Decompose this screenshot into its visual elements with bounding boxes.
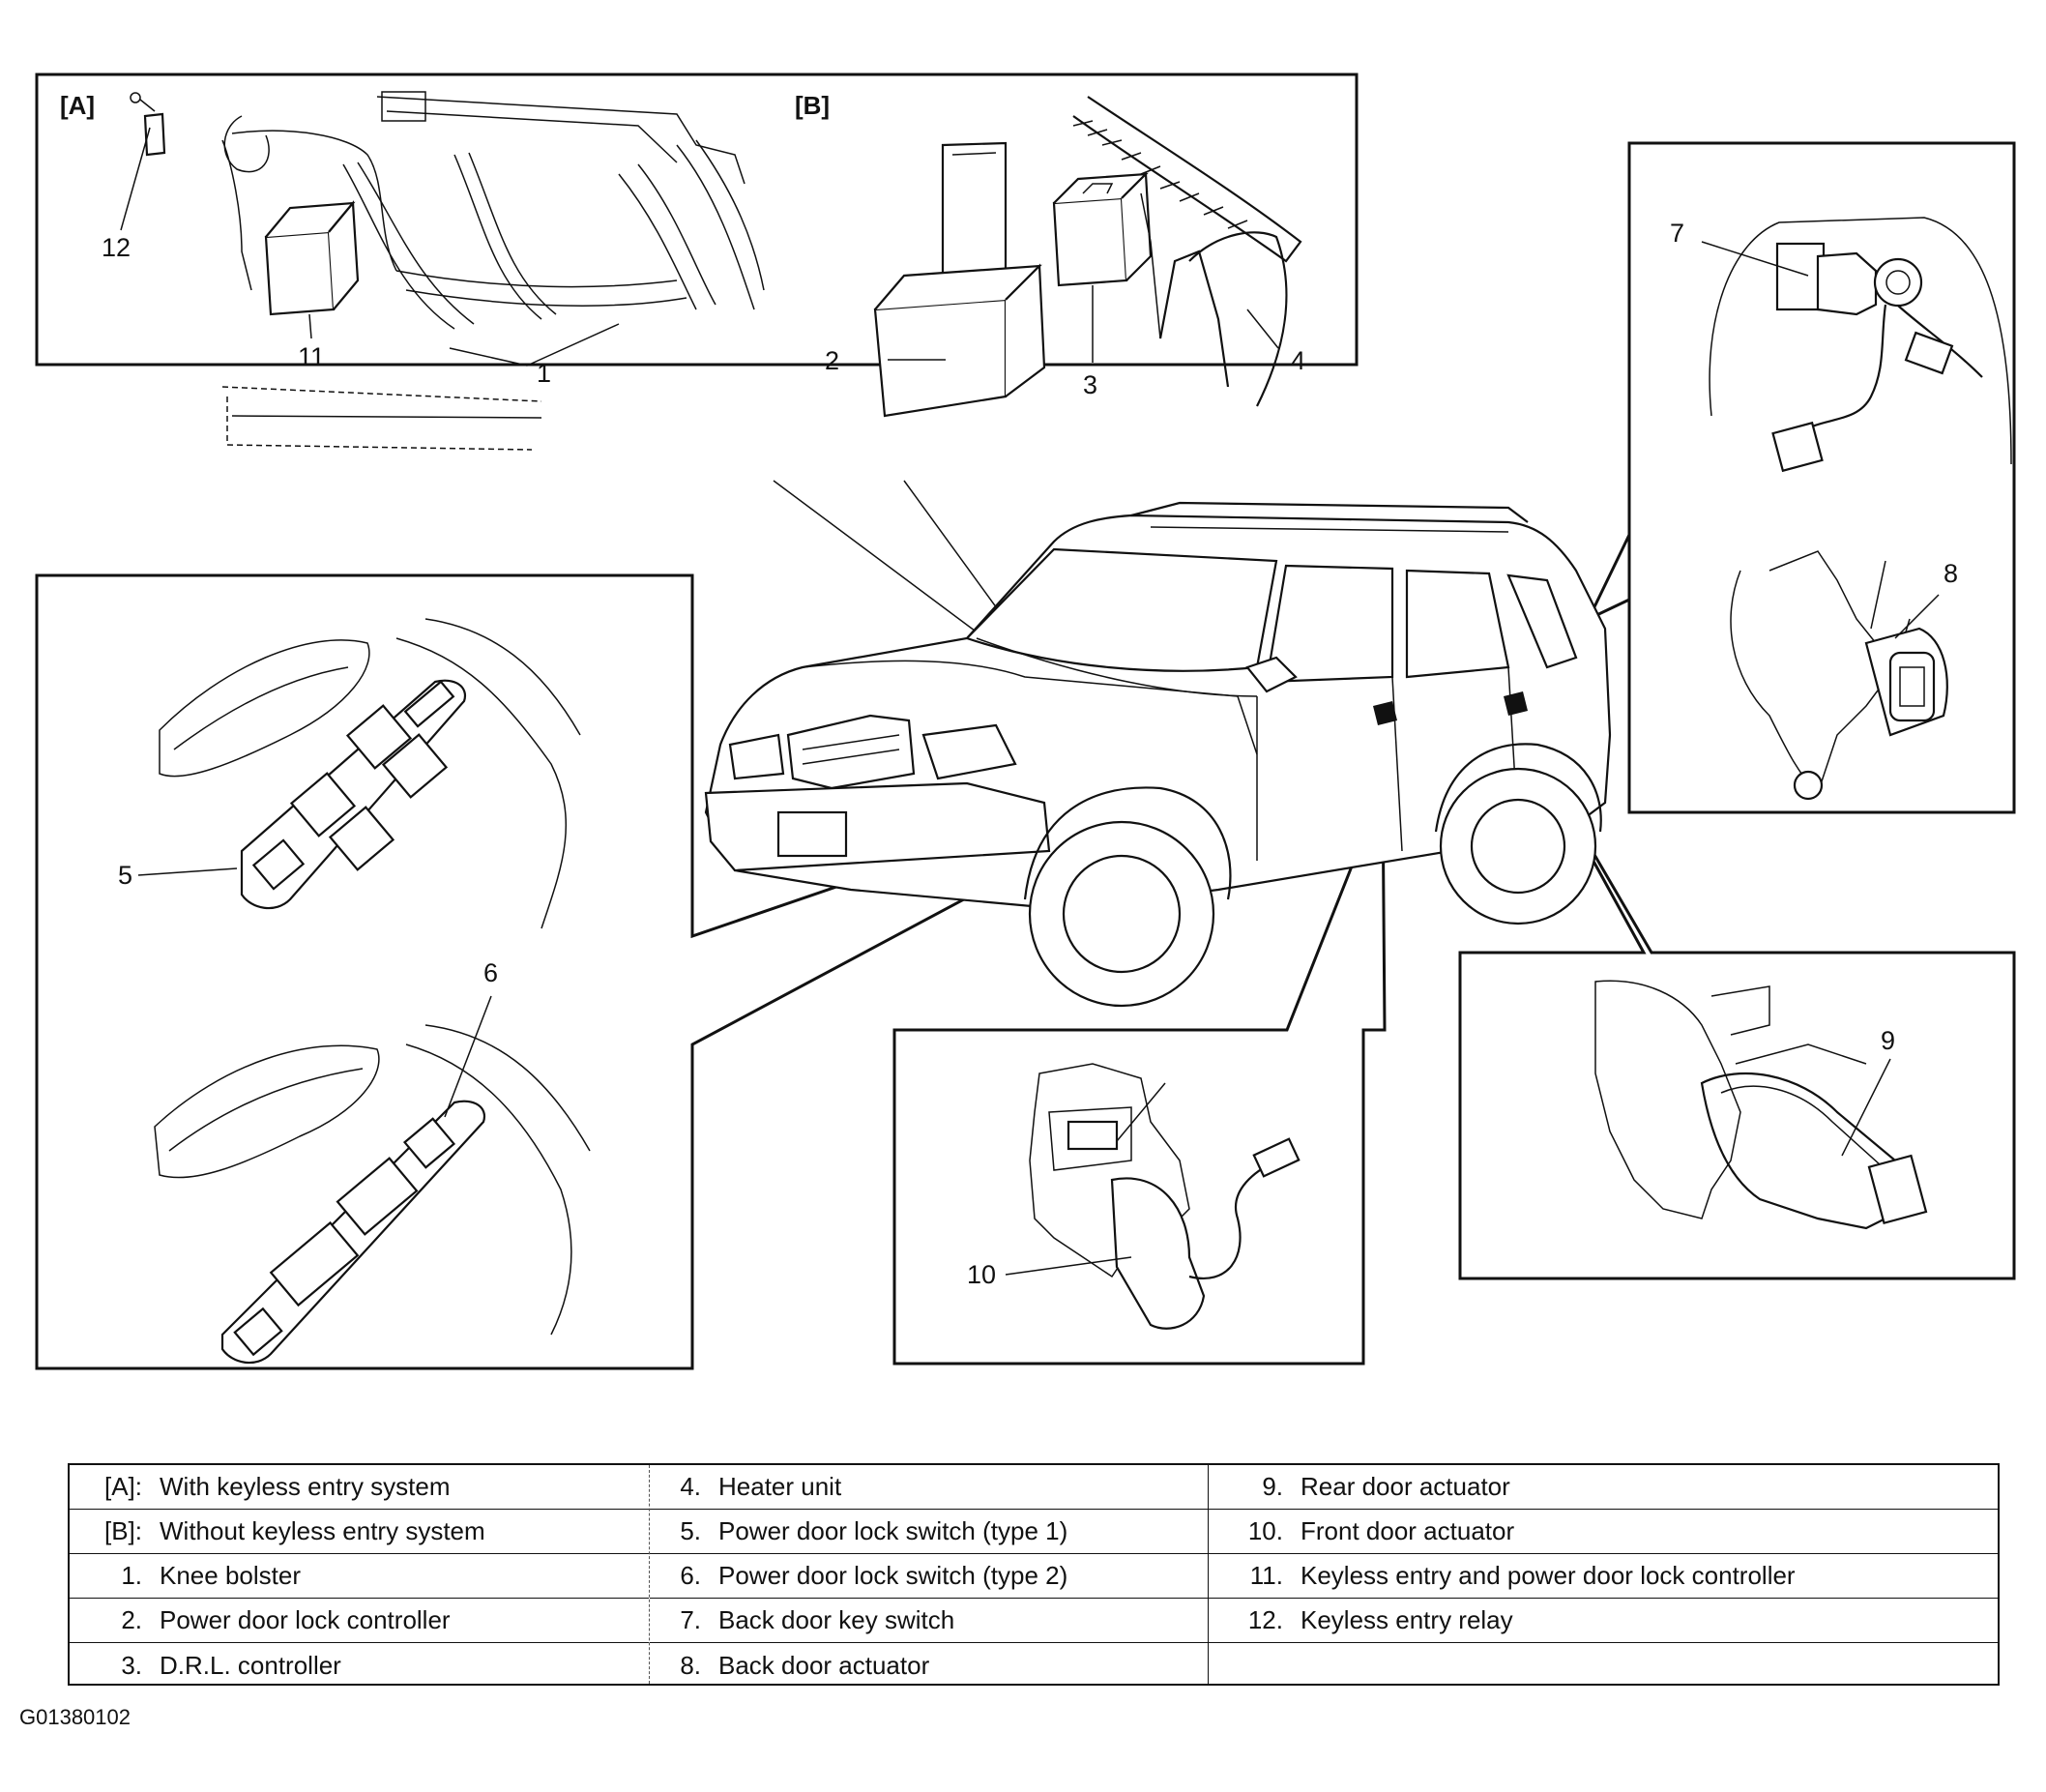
- legend-row: 11. Keyless entry and power door lock con…: [1209, 1554, 1998, 1599]
- legend-key: 9.: [1262, 1472, 1283, 1501]
- legend-desc: Power door lock controller: [160, 1605, 451, 1634]
- callout-5: 5: [118, 861, 132, 890]
- knee-bolster-sketch: [221, 91, 765, 451]
- rear-door-actuator-9: [1594, 980, 1928, 1230]
- panel-back-door: 7 8: [1585, 141, 2016, 814]
- legend-desc: D.R.L. controller: [160, 1650, 341, 1680]
- legend-desc: With keyless entry system: [160, 1472, 451, 1501]
- legend-key: [A]:: [103, 1472, 142, 1501]
- legend-row: 4. Heater unit: [650, 1465, 1208, 1510]
- power-door-lock-switch-type1: [159, 618, 581, 929]
- legend-row: [B]: Without keyless entry system: [70, 1510, 649, 1554]
- legend-row: [A]: With keyless entry system: [70, 1465, 649, 1510]
- legend-key: 4.: [680, 1472, 701, 1501]
- legend-row: 2. Power door lock controller: [70, 1599, 649, 1643]
- panel-front-door-actuator: 10: [892, 787, 1387, 1366]
- legend-table: [A]: With keyless entry system [B]: Withou…: [68, 1463, 2000, 1686]
- legend-key: 11.: [1249, 1561, 1283, 1590]
- legend-column-2: 4. Heater unit 5. Power door lock switch (…: [650, 1465, 1209, 1684]
- legend-row: 3. D.R.L. controller: [70, 1643, 649, 1688]
- callout-2: 2: [825, 346, 839, 375]
- power-door-lock-switch-type2: [154, 1024, 591, 1365]
- legend-row: 1. Knee bolster: [70, 1554, 649, 1599]
- front-door-actuator-10: [1029, 1063, 1301, 1330]
- vehicle-illustration: [704, 501, 1612, 1008]
- legend-desc: Back door key switch: [718, 1605, 955, 1634]
- legend-key: 6.: [680, 1561, 701, 1590]
- legend-desc: Back door actuator: [718, 1650, 930, 1680]
- legend-desc: Power door lock switch (type 2): [718, 1561, 1068, 1590]
- legend-column-3: 9. Rear door actuator 10. Front door actua…: [1209, 1465, 1998, 1684]
- back-door-actuator-8: [1730, 550, 1948, 801]
- legend-desc: Power door lock switch (type 1): [718, 1516, 1068, 1545]
- heater-unit-4: [1140, 192, 1288, 407]
- back-door-key-switch-7: [1771, 242, 1983, 473]
- panel-b-label: [B]: [795, 91, 830, 120]
- callout-6: 6: [483, 958, 498, 987]
- callout-3: 3: [1083, 370, 1097, 399]
- callout-9: 9: [1881, 1026, 1895, 1055]
- legend-key: 3.: [121, 1650, 142, 1680]
- legend-key: 7.: [680, 1605, 701, 1634]
- legend-row: [1209, 1643, 1998, 1688]
- callout-1: 1: [537, 359, 551, 388]
- legend-desc: Rear door actuator: [1301, 1472, 1510, 1501]
- callout-4: 4: [1291, 346, 1305, 375]
- legend-row: 6. Power door lock switch (type 2): [650, 1554, 1208, 1599]
- legend-key: 10.: [1247, 1516, 1283, 1545]
- legend-desc: Heater unit: [718, 1472, 842, 1501]
- drl-controller-3: [1052, 171, 1153, 287]
- legend-key: 2.: [121, 1605, 142, 1634]
- callout-12: 12: [102, 233, 131, 262]
- legend-row: 10. Front door actuator: [1209, 1510, 1998, 1554]
- callout-7: 7: [1670, 219, 1684, 248]
- panel-b: [B] 2 3 4: [795, 91, 1305, 418]
- callout-10: 10: [967, 1260, 996, 1289]
- legend-desc: Knee bolster: [160, 1561, 301, 1590]
- legend-desc: Keyless entry relay: [1301, 1605, 1513, 1634]
- legend-desc: Without keyless entry system: [160, 1516, 485, 1545]
- panel-a-label: [A]: [60, 91, 95, 120]
- legend-key: 1.: [121, 1561, 142, 1590]
- legend-row: 7. Back door key switch: [650, 1599, 1208, 1643]
- legend-desc: Keyless entry and power door lock contro…: [1301, 1561, 1796, 1590]
- keyless-entry-controller-11: [264, 200, 360, 316]
- legend-column-1: [A]: With keyless entry system [B]: Withou…: [70, 1465, 650, 1684]
- figure-id: G01380102: [19, 1705, 131, 1729]
- panel-a: [A]: [35, 73, 1359, 451]
- legend-row: 12. Keyless entry relay: [1209, 1599, 1998, 1643]
- legend-key: 8.: [680, 1650, 701, 1680]
- legend-row: 9. Rear door actuator: [1209, 1465, 1998, 1510]
- legend-key: [B]:: [103, 1516, 142, 1545]
- legend-row: 8. Back door actuator: [650, 1643, 1208, 1688]
- callout-11: 11: [298, 342, 325, 371]
- legend-desc: Front door actuator: [1301, 1516, 1515, 1545]
- power-door-lock-controller-2: [873, 263, 1046, 418]
- component-location-diagram: [A]: [35, 73, 2016, 1370]
- panel-door-switches: 5 6: [35, 573, 1258, 1370]
- legend-key: 5.: [680, 1516, 701, 1545]
- panel-rear-door-actuator: 9: [1458, 720, 2016, 1280]
- callout-8: 8: [1944, 559, 1958, 588]
- legend-row: 5. Power door lock switch (type 1): [650, 1510, 1208, 1554]
- legend-key: 12.: [1247, 1605, 1283, 1634]
